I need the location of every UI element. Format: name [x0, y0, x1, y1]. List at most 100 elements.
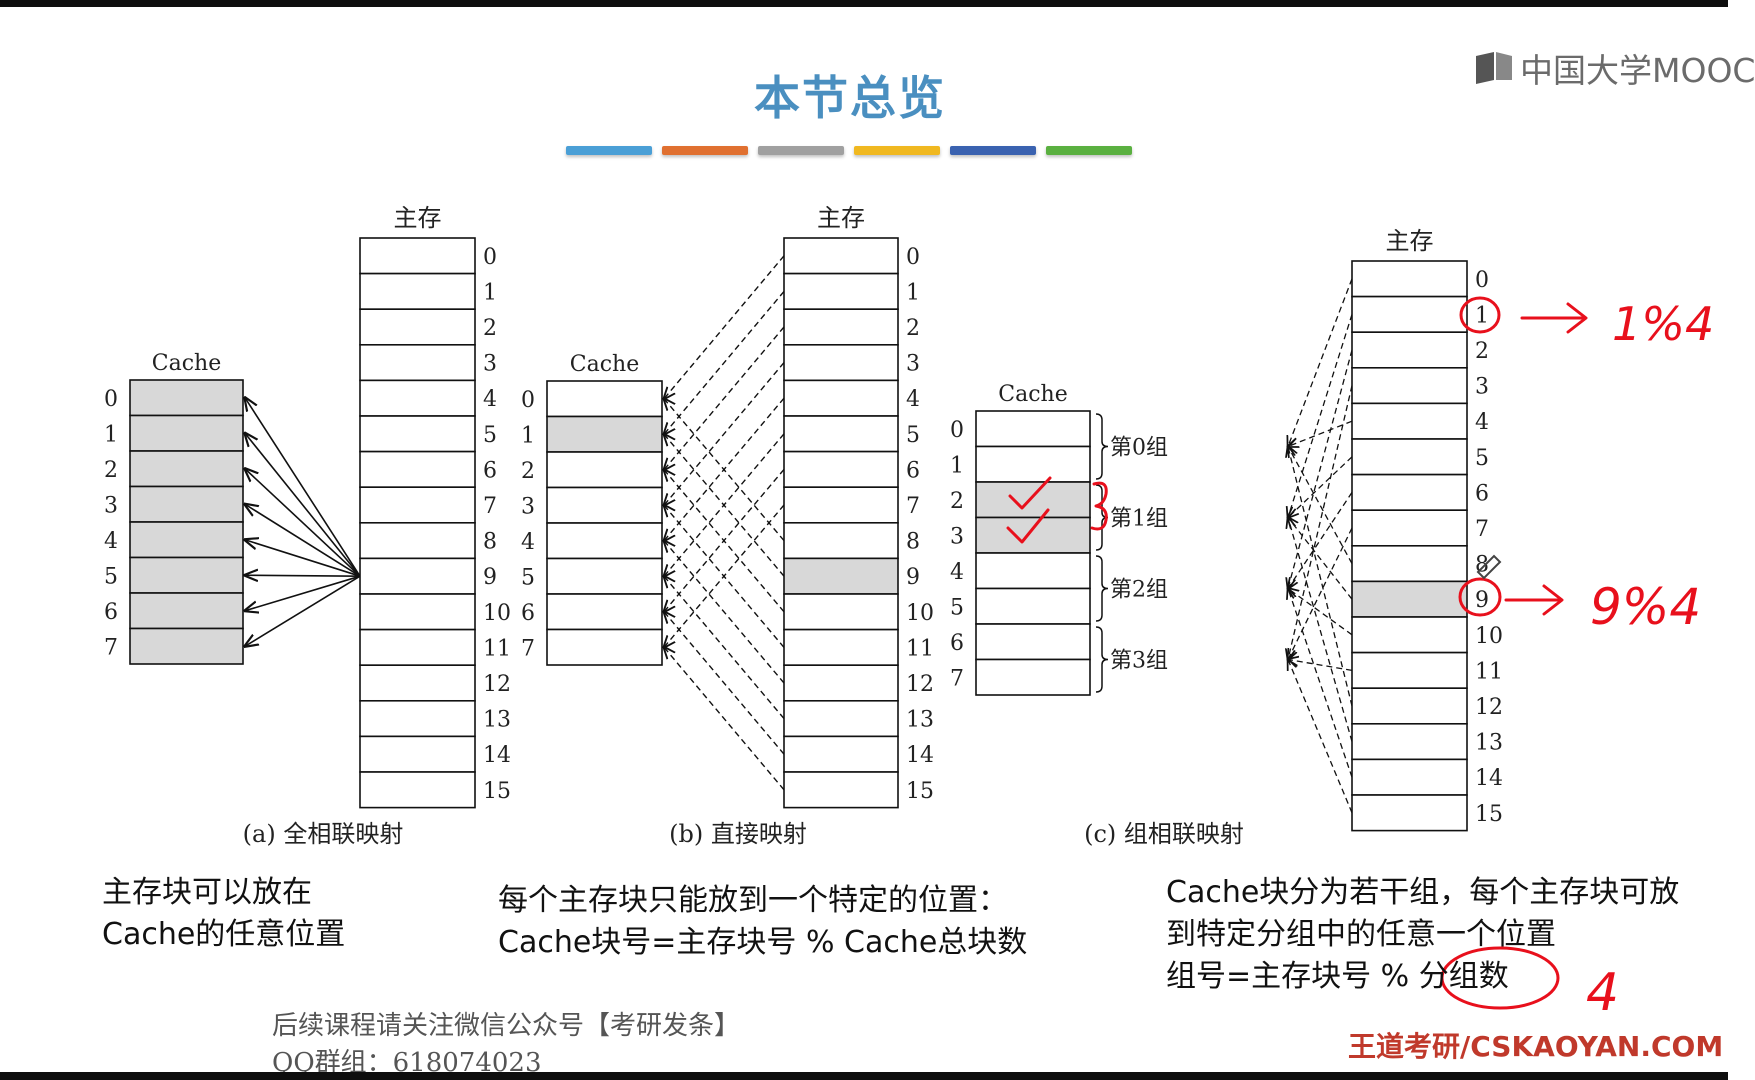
- memory-a-block: [359, 450, 476, 489]
- memory-b-block: [783, 486, 899, 524]
- memory-b-block: [783, 593, 899, 631]
- memory-c-row-number: 11: [1475, 659, 1503, 684]
- group-label: 第1组: [1110, 507, 1168, 532]
- memory-b-row-number: 8: [906, 530, 920, 555]
- cache-b-row-number: 2: [521, 459, 535, 484]
- memory-c-row-number: 3: [1475, 375, 1489, 400]
- mapping-arrow: [664, 362, 785, 506]
- ink-formula-top: 1%4: [1612, 297, 1714, 351]
- memory-c-block: [1351, 580, 1468, 618]
- mapping-arrow: [245, 504, 361, 577]
- memory-a-block: [359, 628, 476, 666]
- bottom-black-bar: [0, 1072, 1728, 1080]
- memory-b-row-number: 11: [906, 636, 934, 661]
- cache-c-row-number: 5: [950, 595, 964, 620]
- memory-c-row-number: 6: [1475, 481, 1489, 506]
- group-label: 第2组: [1110, 578, 1168, 603]
- memory-b-block: [783, 272, 899, 311]
- memory-c-row-number: 4: [1475, 410, 1489, 435]
- cache-c-row-number: 1: [950, 453, 964, 478]
- color-stripe: [662, 146, 748, 155]
- cache-c-row-number: 4: [950, 560, 964, 585]
- memory-a-block: [359, 415, 476, 453]
- mapping-arrow: [245, 398, 361, 577]
- memory-b-block: [783, 699, 899, 738]
- memory-b-block: [783, 450, 899, 489]
- memory-c-row-number: 12: [1475, 695, 1503, 720]
- memory-a-block: [359, 664, 476, 702]
- memory-a-row-number: 2: [483, 316, 497, 341]
- mapping-arrow: [664, 290, 785, 434]
- color-stripe: [566, 146, 652, 155]
- cache-a-block: [129, 450, 244, 488]
- memory-b-row-number: 12: [906, 672, 934, 697]
- memory-c-row-number: 9: [1475, 588, 1489, 613]
- cache-c-block: [975, 410, 1091, 448]
- cache-b-block: [546, 557, 663, 595]
- memory-a-block: [359, 521, 476, 560]
- memory-c-row-number: 1: [1475, 303, 1489, 328]
- desc-b-line1: 每个主存块只能放到一个特定的位置：: [498, 883, 1008, 918]
- memory-a-block: [359, 272, 476, 311]
- memory-c-block: [1351, 331, 1468, 369]
- memory-b-row-number: 0: [906, 245, 920, 270]
- memory-b-row-number: 6: [906, 458, 920, 483]
- memory-a-row-number: 8: [483, 530, 497, 555]
- cache-c-row-number: 7: [950, 666, 964, 691]
- mapping-arrow: [664, 576, 785, 720]
- memory-b-row-number: 14: [906, 743, 934, 768]
- cache-b-block: [546, 593, 663, 631]
- mapping-arrow: [1288, 527, 1353, 660]
- memory-c-block: [1351, 651, 1468, 689]
- memory-b-row-number: 5: [906, 423, 920, 448]
- memory-b-row-number: 15: [906, 779, 934, 804]
- mapping-arrow: [1288, 447, 1353, 564]
- memory-a-row-number: 9: [483, 565, 497, 590]
- cache-b-block: [546, 451, 663, 489]
- group-brace: [1095, 555, 1109, 622]
- memory-b-block: [783, 308, 899, 346]
- footer-wechat: 后续课程请关注微信公众号【考研发条】: [272, 1011, 741, 1041]
- top-black-bar: [0, 0, 1728, 7]
- mapping-arrow: [245, 575, 361, 646]
- memory-c-block: [1351, 473, 1468, 512]
- mapping-arrow: [664, 255, 785, 399]
- memory-a-block: [359, 593, 476, 631]
- memory-b-row-number: 13: [906, 708, 934, 733]
- ink-circle: [1440, 946, 1560, 1010]
- mapping-arrow: [1288, 660, 1353, 672]
- mapping-arrow: [664, 326, 785, 470]
- memory-c-row-number: 14: [1475, 766, 1503, 791]
- memory-a-row-number: 12: [483, 672, 511, 697]
- color-stripe: [950, 146, 1036, 155]
- mapping-arrow: [1288, 456, 1353, 518]
- mapping-arrow: [1288, 278, 1353, 447]
- memory-b-block: [783, 237, 899, 275]
- memory-b-block: [783, 664, 899, 702]
- mapping-arrow: [664, 541, 785, 684]
- cache-b-block: [546, 628, 663, 666]
- mapping-arrow: [1288, 349, 1353, 589]
- memory-c-block: [1351, 544, 1468, 583]
- color-stripe: [854, 146, 940, 155]
- ink-circle: [1458, 577, 1502, 617]
- color-stripe: [758, 146, 844, 155]
- memory-c-block: [1351, 402, 1468, 440]
- cache-c-row-number: 2: [950, 489, 964, 514]
- mapping-lines: [245, 255, 1353, 814]
- ink-arrow: [1504, 584, 1564, 616]
- memory-c-block: [1351, 616, 1468, 654]
- cache-a-row-number: 6: [104, 600, 118, 625]
- memory-a-row-number: 6: [483, 458, 497, 483]
- memory-b-block: [783, 771, 899, 809]
- memory-b-block: [783, 557, 899, 595]
- ink-brace: [1090, 481, 1108, 531]
- memory-a-block: [359, 486, 476, 524]
- memory-b-block: [783, 415, 899, 453]
- memory-a-block: [359, 379, 476, 417]
- mapping-arrow: [1288, 385, 1353, 660]
- memory-a-block: [359, 343, 476, 382]
- memory-a-block: [359, 771, 476, 809]
- cache-c-title: Cache: [998, 382, 1067, 407]
